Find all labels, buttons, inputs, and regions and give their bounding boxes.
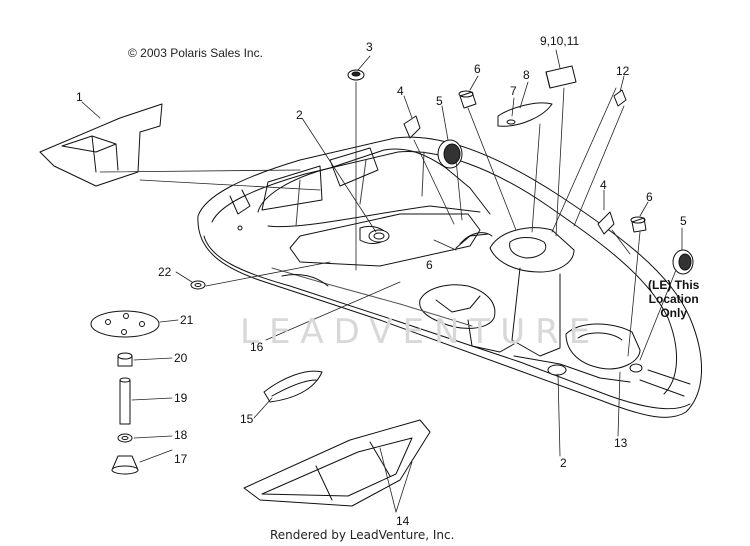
- rendered-by-text: Rendered by LeadVenture, Inc.: [270, 528, 455, 542]
- part-19-post: [119, 377, 131, 425]
- callout-6: 6: [474, 62, 481, 76]
- hull-body: [197, 136, 703, 418]
- part-21-plate: [90, 310, 160, 338]
- part-1-mat: [39, 103, 163, 187]
- callout-8: 8: [523, 68, 530, 82]
- callout-6c: 6: [426, 258, 433, 272]
- callout-2b: 2: [560, 456, 567, 470]
- callout-4: 4: [397, 84, 404, 98]
- part-22-grommet: [190, 280, 206, 290]
- part-15-decal: [263, 370, 323, 403]
- callout-5: 5: [436, 94, 443, 108]
- part-12-clip: [613, 89, 627, 107]
- note-line: (LE) This: [648, 278, 700, 292]
- part-3-plug: [347, 69, 365, 81]
- callout-1: 1: [76, 90, 83, 104]
- callout-9-10-11: 9,10,11: [540, 34, 580, 48]
- callout-2: 2: [296, 108, 303, 122]
- part-14-mat: [243, 419, 431, 507]
- callout-7: 7: [510, 84, 517, 98]
- note-line: Location: [648, 292, 699, 306]
- part-8-cover: [497, 102, 553, 127]
- part-4-bracket: [403, 115, 615, 235]
- callout-16: 16: [250, 340, 264, 354]
- part-20-bushing: [117, 352, 133, 367]
- copyright-text: © 2003 Polaris Sales Inc.: [128, 46, 263, 60]
- part-18-ring: [117, 433, 133, 443]
- callout-15: 15: [240, 412, 254, 426]
- part-17-base: [111, 455, 139, 475]
- callout-6b: 6: [646, 190, 653, 204]
- callout-22: 22: [158, 265, 172, 279]
- part-6-cup: [455, 90, 647, 249]
- part-9-box: [545, 65, 577, 89]
- callout-18: 18: [174, 428, 188, 442]
- watermark: LEADVENTURE: [240, 312, 601, 352]
- callout-14: 14: [396, 514, 410, 528]
- callout-21: 21: [180, 313, 194, 327]
- callout-19: 19: [174, 391, 188, 405]
- callout-13: 13: [614, 436, 628, 450]
- callout-12: 12: [616, 64, 630, 78]
- callout-20: 20: [174, 351, 188, 365]
- part-5-speaker: [437, 139, 694, 275]
- callout-4b: 4: [600, 178, 607, 192]
- callout-5b: 5: [680, 214, 687, 228]
- callout-3: 3: [366, 40, 373, 54]
- note-line: Only: [660, 306, 687, 320]
- callout-17: 17: [174, 452, 188, 466]
- le-location-note: (LE) This Location Only: [648, 278, 699, 320]
- leader-lines: [81, 49, 683, 513]
